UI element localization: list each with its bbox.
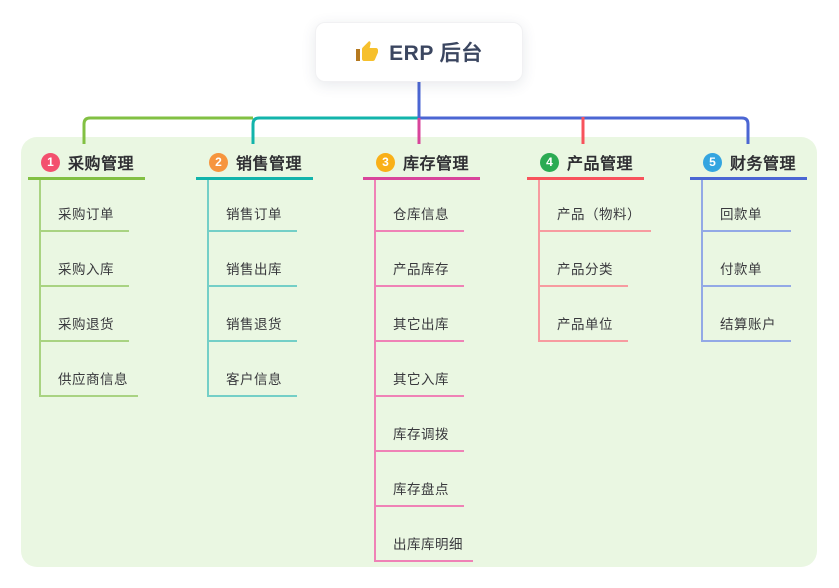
sub-item[interactable]: 付款单 [703,232,791,287]
branch-label: 销售管理 [236,156,303,173]
branch-items: 回款单付款单结算账户 [701,180,791,342]
branch-5: 5 财务管理回款单付款单结算账户 [690,150,807,342]
branch-1: 1 采购管理采购订单采购入库采购退货供应商信息 [28,150,145,397]
sub-item[interactable]: 结算账户 [703,287,791,342]
sub-item[interactable]: 销售出库 [209,232,297,287]
branch-number-badge: 3 [376,152,395,172]
branch-items: 仓库信息产品库存其它出库其它入库库存调拨库存盘点出库库明细 [374,180,473,562]
branch-items: 采购订单采购入库采购退货供应商信息 [39,180,138,397]
thumbs-up-icon [356,41,379,61]
sub-item[interactable]: 客户信息 [209,342,297,397]
branch-label: 财务管理 [730,156,797,173]
root-title: ERP 后台 [389,42,483,65]
sub-item[interactable]: 库存盘点 [376,452,464,507]
sub-item[interactable]: 产品（物料） [540,180,651,232]
sub-item[interactable]: 销售订单 [209,180,297,232]
branch-header[interactable]: 4 产品管理 [527,150,644,180]
branch-header[interactable]: 1 采购管理 [28,150,145,180]
sub-item[interactable]: 采购入库 [41,232,129,287]
sub-item[interactable]: 其它入库 [376,342,464,397]
sub-item[interactable]: 产品分类 [540,232,628,287]
branch-label: 采购管理 [68,156,135,173]
sub-item[interactable]: 产品单位 [540,287,628,342]
branch-label: 产品管理 [567,156,634,173]
sub-item[interactable]: 采购退货 [41,287,129,342]
mindmap-panel [21,137,817,567]
sub-item[interactable]: 供应商信息 [41,342,138,397]
branch-number-badge: 2 [209,152,228,172]
sub-item[interactable]: 回款单 [703,180,791,232]
branch-label: 库存管理 [403,156,470,173]
branch-number-badge: 4 [540,152,559,172]
sub-item[interactable]: 采购订单 [41,180,129,232]
branch-3: 3 库存管理仓库信息产品库存其它出库其它入库库存调拨库存盘点出库库明细 [363,150,480,562]
sub-item[interactable]: 其它出库 [376,287,464,342]
sub-item[interactable]: 库存调拨 [376,397,464,452]
branch-header[interactable]: 2 销售管理 [196,150,313,180]
branch-number-badge: 1 [41,152,60,172]
sub-item[interactable]: 产品库存 [376,232,464,287]
sub-item[interactable]: 销售退货 [209,287,297,342]
branch-items: 销售订单销售出库销售退货客户信息 [207,180,297,397]
sub-item[interactable]: 出库库明细 [376,507,473,562]
branch-number-badge: 5 [703,152,722,172]
branch-4: 4 产品管理产品（物料）产品分类产品单位 [527,150,651,342]
sub-item[interactable]: 仓库信息 [376,180,464,232]
branch-header[interactable]: 3 库存管理 [363,150,480,180]
branch-2: 2 销售管理销售订单销售出库销售退货客户信息 [196,150,313,397]
branch-items: 产品（物料）产品分类产品单位 [538,180,651,342]
root-node[interactable]: ERP 后台 [315,22,523,82]
branch-header[interactable]: 5 财务管理 [690,150,807,180]
